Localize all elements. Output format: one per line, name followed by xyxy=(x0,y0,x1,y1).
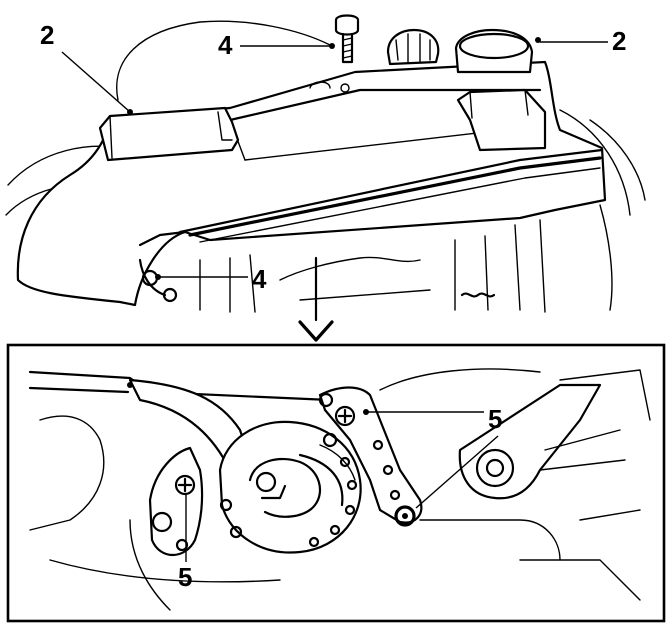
bolt-5-lower xyxy=(394,505,416,527)
left-handle xyxy=(98,106,240,162)
filler-cap-left xyxy=(386,28,440,66)
bolt-top xyxy=(334,14,360,64)
cam-plate xyxy=(218,420,362,554)
callout-label: 4 xyxy=(252,264,267,294)
bolt-5-upper xyxy=(334,405,356,427)
right-handle xyxy=(456,88,547,152)
inset-detail-view xyxy=(6,343,666,623)
callout-label: 2 xyxy=(612,26,626,56)
callout-label: 2 xyxy=(40,20,54,50)
leader-line xyxy=(415,435,499,509)
leader-line xyxy=(61,51,131,113)
left-bracket xyxy=(148,446,204,556)
filler-cap-right xyxy=(454,28,534,74)
bolt-5-left xyxy=(174,474,196,496)
callout-label: 5 xyxy=(178,562,192,592)
upper-view xyxy=(5,14,646,342)
callout-label: 5 xyxy=(488,404,502,434)
callout-label: 4 xyxy=(218,30,233,60)
